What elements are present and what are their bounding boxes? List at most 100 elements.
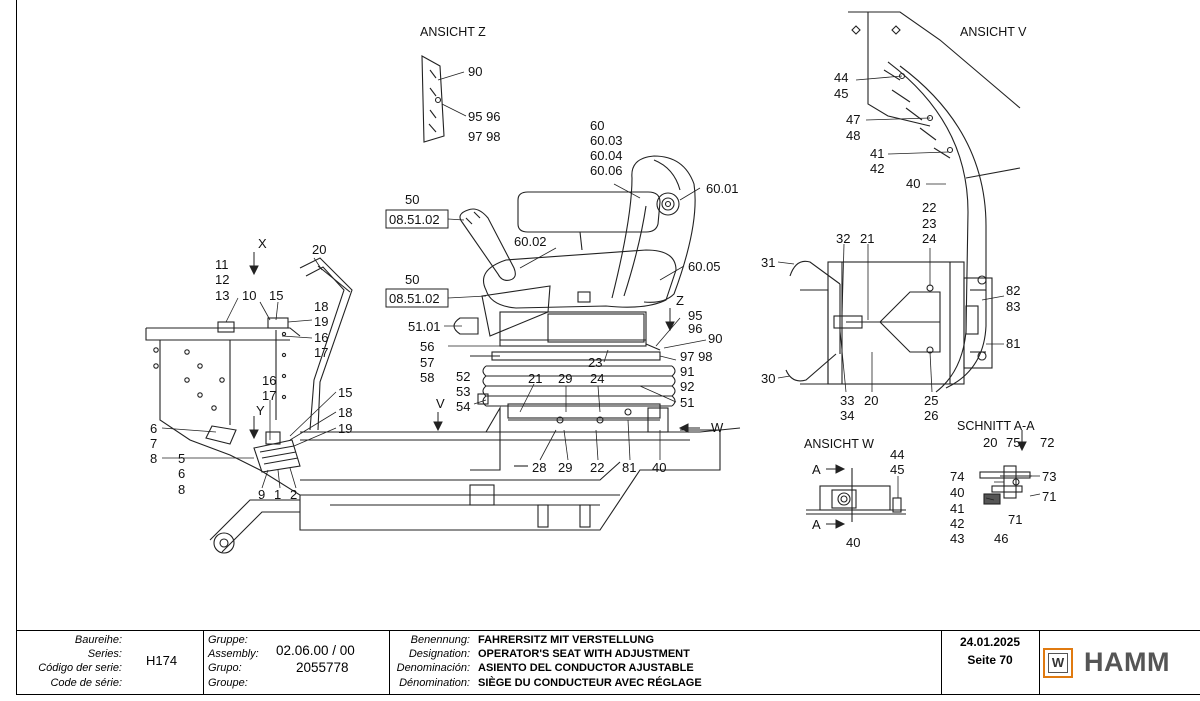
label: Code de série: [50,676,122,689]
callout: 60.03 [590,133,623,148]
callout: 50 [405,192,419,207]
callout: 12 [215,272,229,287]
callout: 60.06 [590,163,623,178]
callout: 91 [680,364,694,379]
label: Baureihe: [74,634,122,646]
view-v-panel [785,11,1021,393]
callouts-main-view: 90 95 96 97 98 60 60.03 60.04 60.06 60.0… [150,64,739,502]
callout: 16 [262,373,276,388]
operator-seat [459,155,696,309]
designation-fr: SIÈGE DU CONDUCTEUR AVEC RÉGLAGE [478,676,702,689]
callout: 90 [708,331,722,346]
callout: 13 [215,288,229,303]
suspension-bellows [470,351,676,407]
section-a-a-detail [979,465,1032,505]
callout: 23 [922,216,936,231]
callout: 95 [688,308,702,323]
pedal-assembly [205,425,301,473]
callout: 60.02 [514,234,547,249]
callout: 96 [688,321,702,336]
hamm-logo-icon: W [1043,648,1073,678]
callout: 71 [1042,489,1056,504]
view-direction-arrows [249,252,1027,529]
callout: 22 [922,200,936,215]
callout: 23 [588,355,602,370]
ref-box-upper-text: 08.51.02 [389,212,440,227]
exploded-parts-diagram: 08.51.02 08.51.02 ANSICHT Z ANSICHT V AN… [145,11,1056,554]
callout: 31 [761,255,775,270]
callout: 19 [314,314,328,329]
callout: 48 [846,128,860,143]
drawing-date: 24.01.2025 [959,635,1021,649]
callout: 19 [338,421,352,436]
callout: 51 [680,395,694,410]
callout: Y [256,403,265,418]
callout: 81 [622,460,636,475]
callout: 1 [274,487,281,502]
callout: A [812,517,821,532]
callout: 8 [178,482,185,497]
designation-values: FAHRERSITZ MIT VERSTELLUNG OPERATOR'S SE… [478,633,702,690]
callout: 54 [456,399,470,414]
label: Series: [87,648,122,661]
ref-boxes: 08.51.02 08.51.02 [385,209,449,308]
callout: 33 [840,393,854,408]
callout: 28 [532,460,546,475]
callout: 18 [338,405,352,420]
callout: 47 [846,112,860,127]
callout: 73 [1042,469,1056,484]
callout: 6 [178,466,185,481]
callout: 92 [680,379,694,394]
callout: 18 [314,299,328,314]
callout: 8 [150,451,157,466]
label: Dénomination: [399,676,470,689]
callout: 17 [314,345,328,360]
callout: 25 [924,393,938,408]
designation-de: FAHRERSITZ MIT VERSTELLUNG [478,634,654,646]
callout: 60.05 [688,259,721,274]
callout: 83 [1006,299,1020,314]
callout: 29 [558,371,572,386]
callout: V [436,396,445,411]
callout: 20 [312,242,326,257]
callout: 60 [590,118,604,133]
callout: 21 [528,371,542,386]
callout: 45 [890,462,904,477]
series-cell: Baureihe: Series: Código der serie: Code… [16,631,204,694]
callout: 17 [262,388,276,403]
callout: 71 [1008,512,1022,527]
view-titles: ANSICHT Z ANSICHT V ANSICHT W SCHNITT A-… [420,25,1035,451]
callout: 41 [870,146,884,161]
callout: 16 [314,330,328,345]
callout: 29 [558,460,572,475]
ref-box-lower-text: 08.51.02 [389,291,440,306]
label: Grupo: [208,662,242,675]
callout: 44 [890,447,904,462]
designation-es: ASIENTO DEL CONDUCTOR AJUSTABLE [478,662,694,675]
ref-box-upper [385,209,449,229]
series-labels: Baureihe: Series: Código der serie: Code… [16,633,122,690]
sheet-frame [16,0,1200,695]
designation-en: OPERATOR'S SEAT WITH ADJUSTMENT [478,648,690,661]
callout: 57 [420,355,434,370]
view-title-v: ANSICHT V [960,25,1027,39]
callout: 60.04 [590,148,623,163]
callout: 34 [840,408,854,423]
callout: 72 [1040,435,1054,450]
callout: 7 [150,436,157,451]
callout: 75 [1006,435,1020,450]
view-title-z: ANSICHT Z [420,25,486,39]
callout: 41 [950,501,964,516]
callouts-section-a-a: 20 75 72 74 73 40 71 41 42 43 71 46 [950,435,1056,546]
callout: 40 [652,460,666,475]
callout: 53 [456,384,470,399]
designation-labels: Benennung: Designation: Denominación: Dé… [390,633,470,690]
callout: 30 [761,371,775,386]
callout: 26 [924,408,938,423]
group-cell: Gruppe: Assembly: Grupo: Groupe: 02.06.0… [204,631,390,694]
callout: 97 98 [680,349,713,364]
callouts-view-w: 44 45 A A 40 [812,447,904,550]
machine-chassis [145,327,741,554]
callout: 40 [950,485,964,500]
